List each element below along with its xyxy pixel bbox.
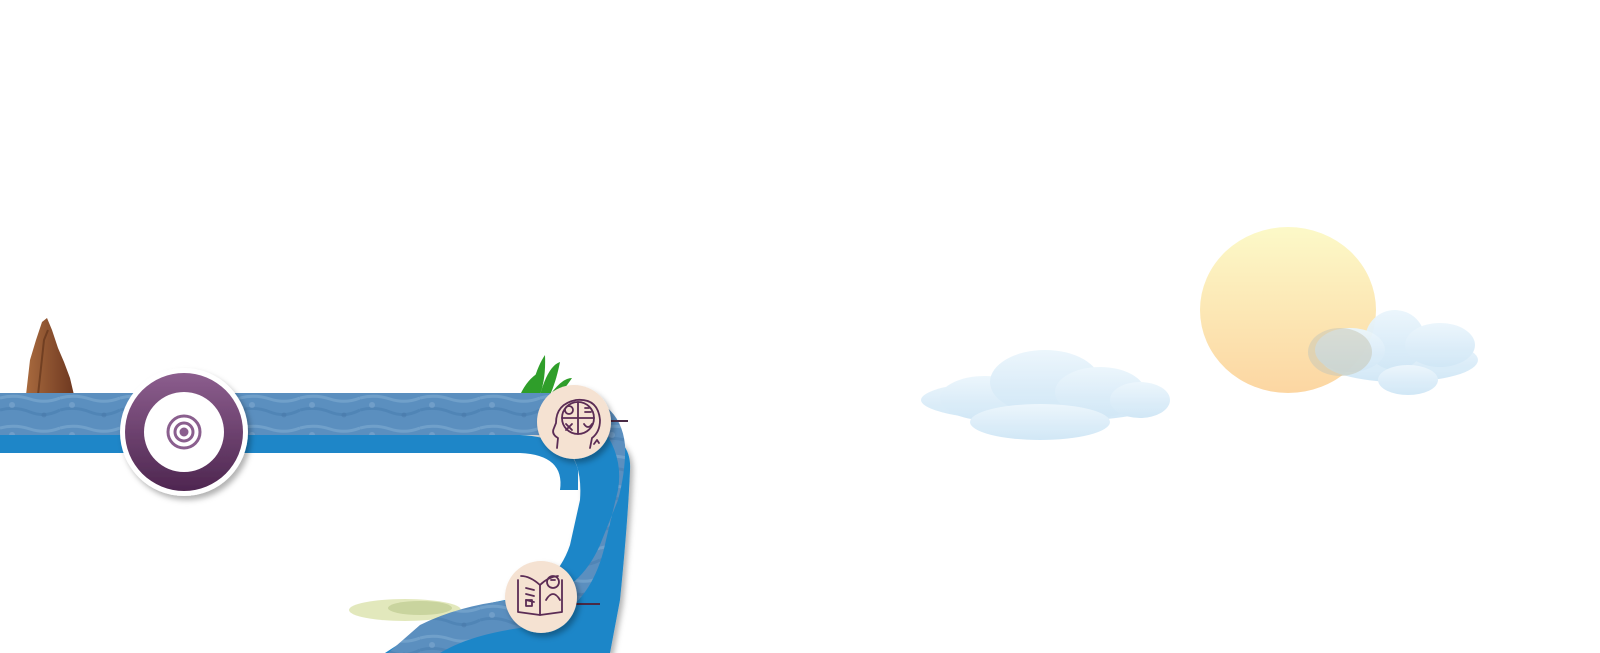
milestone-brain[interactable] [537, 385, 628, 459]
cloud-left [921, 350, 1170, 440]
brain-thinking-icon [552, 398, 601, 449]
book-reader-icon [517, 575, 563, 616]
milestone-book[interactable] [505, 561, 600, 633]
target-icon [166, 414, 202, 450]
sun-cloud-overlap [1308, 328, 1372, 376]
plant [520, 355, 572, 395]
river-straight [0, 393, 560, 435]
rock-spire [26, 318, 74, 395]
